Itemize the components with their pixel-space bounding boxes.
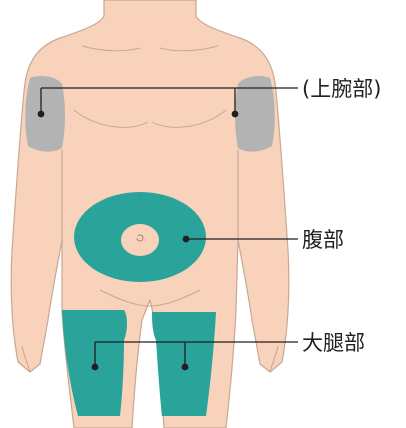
upper-arm-marker-left	[38, 111, 45, 118]
upper-arm-marker-right	[232, 111, 239, 118]
upper-arm-region-left	[25, 76, 65, 152]
thigh-marker-left	[92, 364, 99, 371]
abdomen-marker	[183, 236, 190, 243]
abdomen-label: 腹部	[302, 228, 344, 252]
thigh-label: 大腿部	[302, 331, 365, 355]
thigh-marker-right	[182, 364, 189, 371]
upper-arm-label: (上腕部)	[302, 77, 381, 101]
upper-arm-region-right	[235, 76, 275, 152]
navel-exclusion-zone	[121, 224, 159, 256]
